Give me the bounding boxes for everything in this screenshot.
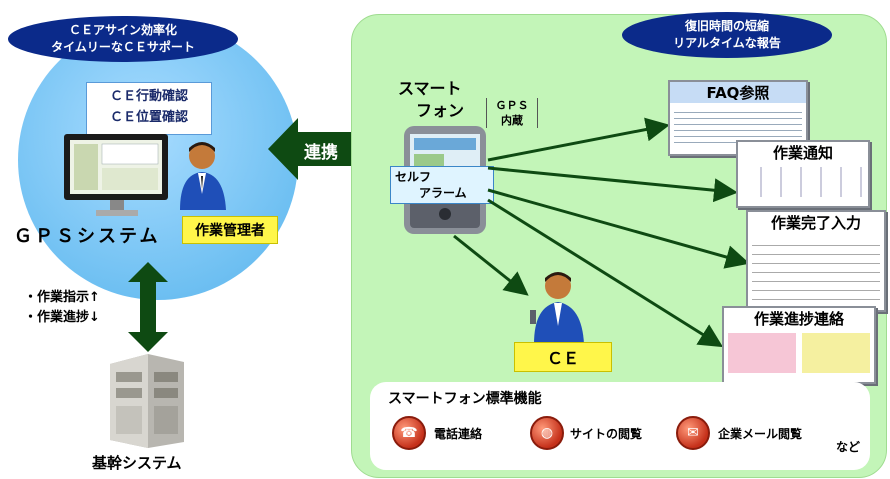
monitor-icon: [64, 134, 168, 216]
monitor-info-line-1: ＣＥ行動確認: [109, 89, 188, 104]
arrow-labels: ・作業指示↑ ・作業進捗↓: [24, 288, 100, 328]
phone-icon: ☎: [392, 416, 426, 450]
link-label: 連携: [304, 143, 338, 163]
globe-icon: ◍: [530, 416, 564, 450]
screen-notify-title: 作業通知: [738, 142, 868, 163]
gps-builtin-label: ＧＰＳ 内蔵: [486, 98, 538, 128]
smartphone-label: スマート フォン: [398, 78, 464, 122]
right-banner-line-1: 復旧時間の短縮: [684, 19, 769, 33]
screen-complete-content: [752, 237, 880, 303]
mail-icon: ✉: [676, 416, 710, 450]
ce-label: ＣＥ: [514, 342, 612, 372]
screen-progress-content: [728, 333, 870, 373]
left-banner-line-1: ＣＥアサイン効率化: [68, 23, 177, 37]
monitor-info-box: ＣＥ行動確認 ＣＥ位置確認: [86, 82, 212, 135]
arrow-label-progress: ・作業進捗↓: [24, 310, 100, 325]
smartphone-label-line-1: スマート: [398, 79, 462, 98]
screen-faq-title: FAQ参照: [670, 82, 806, 103]
screen-complete: 作業完了入力: [746, 210, 886, 312]
feature-phone: ☎ 電話連絡: [392, 416, 482, 450]
self-alarm-line-1: セルフ: [395, 170, 432, 184]
left-banner-line-2: タイムリーなＣＥサポート: [51, 40, 195, 54]
server-icon: [110, 354, 184, 448]
screen-complete-title: 作業完了入力: [748, 212, 884, 233]
arrow-to-ce: [453, 234, 529, 296]
ce-person-icon: [530, 272, 584, 344]
right-banner: 復旧時間の短縮 リアルタイムな報告: [622, 12, 832, 58]
arrow-to-complete: [487, 188, 750, 269]
gps-builtin-line-2: 内蔵: [501, 114, 523, 127]
manager-label: 作業管理者: [182, 216, 278, 244]
vertical-double-arrow: [128, 262, 168, 352]
feature-web-label: サイトの閲覧: [570, 426, 643, 441]
feature-web: ◍ サイトの閲覧: [530, 416, 642, 450]
screen-faq-content: [674, 107, 802, 143]
arrow-to-notify: [487, 166, 738, 203]
screen-progress-title: 作業進捗連絡: [724, 308, 874, 329]
server-label: 基幹システム: [92, 454, 182, 472]
features-suffix: など: [836, 440, 861, 454]
standard-features-panel: [370, 382, 870, 470]
self-alarm-line-2: アラーム: [419, 186, 467, 200]
self-alarm-label: セルフ アラーム: [390, 166, 494, 204]
gps-system-label: ＧＰＳシステム: [14, 226, 161, 247]
left-banner: ＣＥアサイン効率化 タイムリーなＣＥサポート: [8, 16, 238, 62]
manager-person-icon: [180, 142, 226, 210]
screen-progress: 作業進捗連絡: [722, 306, 876, 384]
monitor-info-line-2: ＣＥ位置確認: [109, 110, 188, 125]
arrow-label-instruction: ・作業指示↑: [24, 290, 100, 305]
screen-notify: 作業通知: [736, 140, 870, 208]
screen-notify-content: [742, 167, 864, 197]
arrow-to-faq: [487, 117, 670, 162]
gps-builtin-line-1: ＧＰＳ: [495, 99, 529, 112]
arrow-to-progress: [487, 198, 724, 348]
smartphone-label-line-2: フォン: [416, 101, 465, 120]
standard-features-title: スマートフォン標準機能: [388, 391, 542, 407]
feature-mail: ✉ 企業メール閲覧: [676, 416, 802, 450]
feature-mail-label: 企業メール閲覧: [718, 426, 803, 441]
right-banner-line-2: リアルタイムな報告: [673, 36, 781, 50]
feature-phone-label: 電話連絡: [434, 426, 483, 441]
